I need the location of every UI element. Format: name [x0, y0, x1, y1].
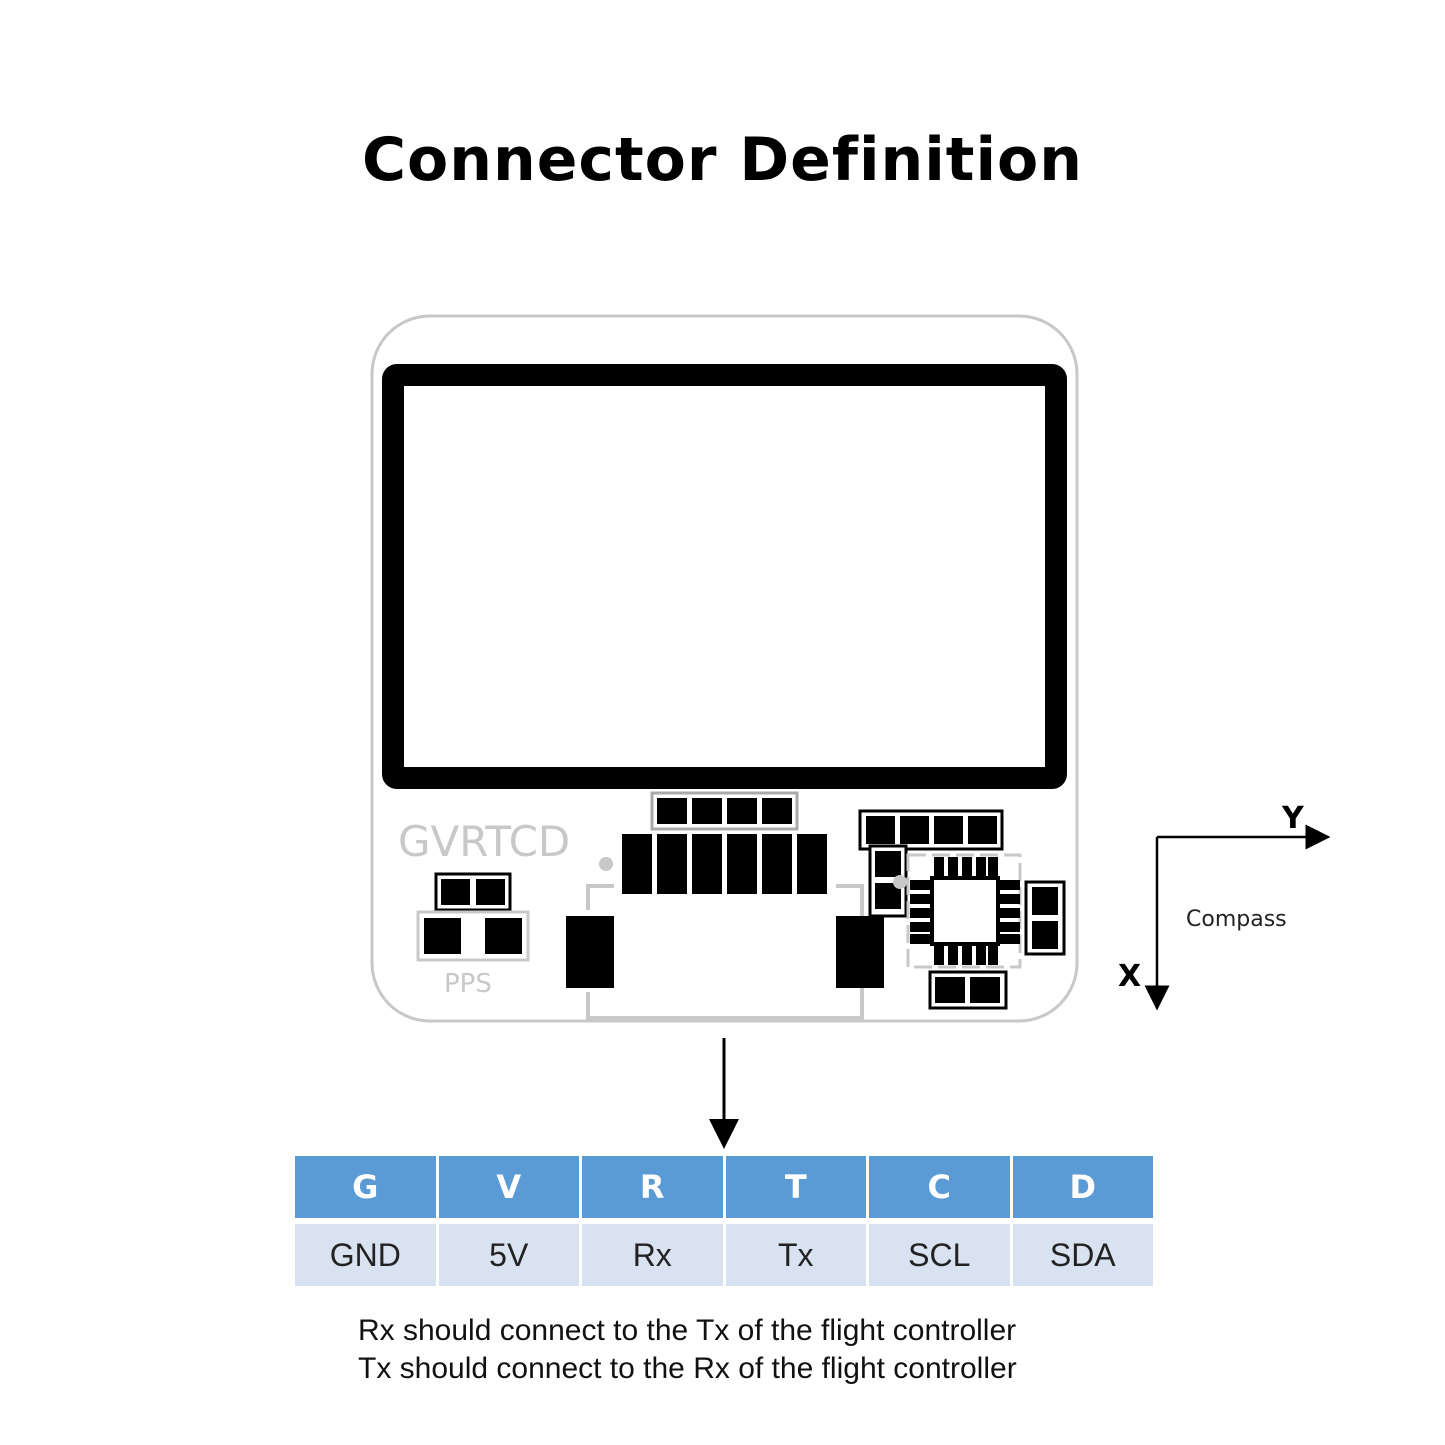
pin-code: D [1012, 1156, 1153, 1218]
compass-chip [930, 876, 1000, 946]
connector-pin [622, 834, 652, 894]
connector-pin [762, 834, 792, 894]
pin-code: V [438, 1156, 579, 1218]
connector-pin [657, 834, 687, 894]
note-line: Tx should connect to the Rx of the fligh… [358, 1352, 1017, 1385]
pin-name: SCL [869, 1224, 1010, 1286]
y-axis-label: Y [1281, 801, 1305, 836]
pin-code: C [869, 1156, 1010, 1218]
connector-mount-right [836, 916, 884, 988]
pin-code: R [582, 1156, 723, 1218]
pin-name: SDA [1012, 1224, 1153, 1286]
pin-table: G V R T C D GND 5V Rx Tx SCL SDA [292, 1156, 1156, 1286]
connector-housing [586, 884, 864, 1020]
compass-label: Compass [1186, 907, 1287, 932]
note-line: Rx should connect to the Tx of the fligh… [358, 1314, 1017, 1347]
pin-name: 5V [438, 1224, 579, 1286]
pin-code: G [295, 1156, 436, 1218]
pin-name: Rx [582, 1224, 723, 1286]
antenna-module [382, 364, 1067, 789]
wiring-notes: Rx should connect to the Tx of the fligh… [358, 1312, 1017, 1388]
pin-code-row: G V R T C D [295, 1156, 1153, 1218]
pin-name: GND [295, 1224, 436, 1286]
connector-pin [727, 834, 757, 894]
pps-label: PPS [444, 969, 492, 999]
silkscreen-label: GVRTCD [398, 817, 570, 866]
connector-pin [797, 834, 827, 894]
connector-pin [692, 834, 722, 894]
pin-code: T [725, 1156, 866, 1218]
pin-name-row: GND 5V Rx Tx SCL SDA [295, 1224, 1153, 1286]
x-axis-label: X [1118, 959, 1141, 994]
connector-mount-left [566, 916, 614, 988]
pin-name: Tx [725, 1224, 866, 1286]
page-title: Connector Definition [362, 125, 1083, 195]
